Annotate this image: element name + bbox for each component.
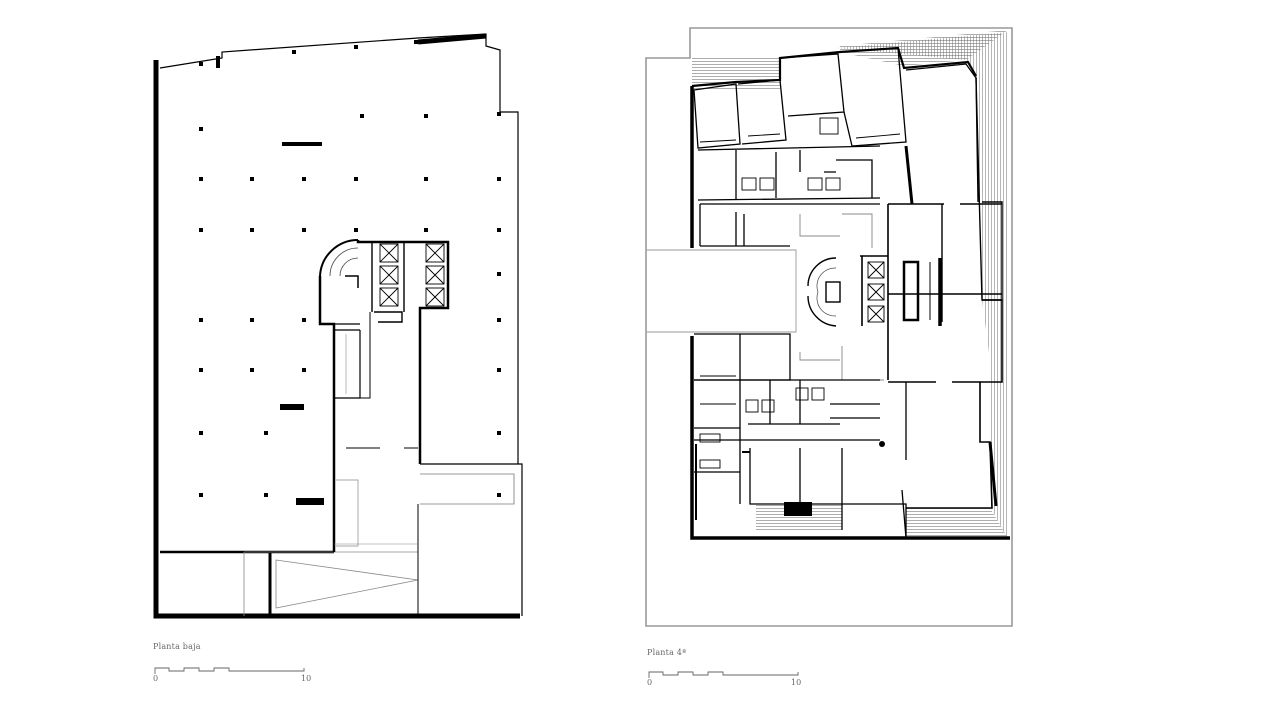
- building-wall: [690, 86, 1010, 540]
- site-boundary: [645, 27, 1013, 627]
- ground-floor-plan: [153, 33, 523, 619]
- scale-start-fourth-floor: 0: [647, 678, 653, 687]
- caption-fourth-floor: Planta 4ª: [647, 648, 687, 657]
- caption-ground-floor: Planta baja: [153, 642, 201, 651]
- outer-edge: [159, 33, 519, 464]
- outer-wall: [153, 60, 520, 619]
- fourth-floor-plan: [645, 27, 1013, 627]
- scale-end-ground-floor: 10: [301, 674, 312, 683]
- scale-end-fourth-floor: 10: [791, 678, 802, 687]
- scale-start-ground-floor: 0: [153, 674, 159, 683]
